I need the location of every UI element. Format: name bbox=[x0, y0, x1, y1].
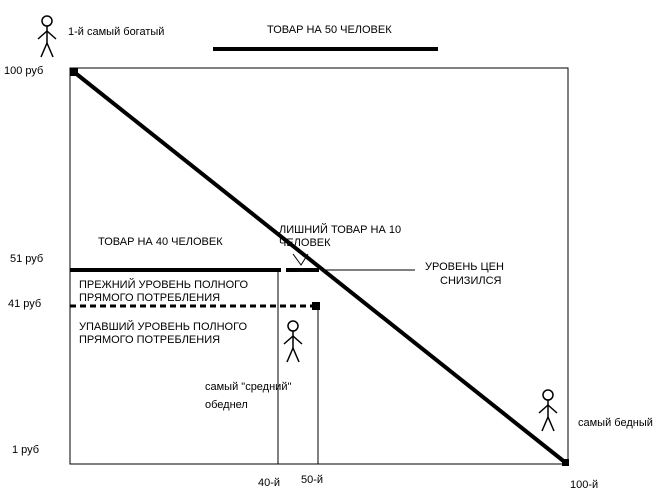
surplus-arrow bbox=[292, 253, 309, 266]
goods-40-label: ТОВАР НА 40 ЧЕЛОВЕК bbox=[98, 236, 223, 248]
goods-50-label: ТОВАР НА 50 ЧЕЛОВЕК bbox=[267, 24, 392, 36]
plot-frame bbox=[69, 67, 569, 465]
stick-figure-icon bbox=[538, 389, 558, 432]
new-level-label-line2: ПРЯМОГО ПОТРЕБЛЕНИЯ bbox=[79, 334, 220, 346]
top-point-marker bbox=[70, 68, 78, 76]
y-label-1: 1 руб bbox=[12, 444, 39, 456]
old-level-label-line1: ПРЕЖНИЙ УРОВЕНЬ ПОЛНОГО bbox=[79, 278, 248, 291]
distribution-line bbox=[72, 70, 568, 465]
old-level-label-line2: ПРЯМОГО ПОТРЕБЛЕНИЯ bbox=[79, 292, 220, 304]
price-drop-label-line1: УРОВЕНЬ ЦЕН bbox=[425, 261, 504, 273]
mid-point-marker bbox=[312, 302, 320, 310]
x-label-50: 50-й bbox=[301, 474, 323, 486]
price-drop-label-line2: СНИЗИЛСЯ bbox=[440, 275, 502, 287]
y-label-41: 41 руб bbox=[8, 298, 41, 310]
y-label-100: 100 руб bbox=[4, 65, 43, 77]
richest-label: 1-й самый богатый bbox=[68, 26, 164, 38]
stick-figure-icon bbox=[283, 320, 303, 363]
surplus-label-line2: ЧЕЛОВЕК bbox=[279, 237, 331, 249]
y-label-51: 51 руб bbox=[10, 253, 43, 265]
x-label-100: 100-й bbox=[570, 479, 598, 491]
bottom-point-marker bbox=[562, 459, 569, 466]
new-level-label-line1: УПАВШИЙ УРОВЕНЬ ПОЛНОГО bbox=[79, 320, 247, 333]
stick-figure-icon bbox=[37, 15, 57, 58]
average-label-line1: самый "средний" bbox=[205, 381, 291, 393]
poorest-label: самый бедный bbox=[578, 417, 653, 429]
average-label-line2: обеднел bbox=[205, 399, 248, 411]
surplus-label-line1: ЛИШНИЙ ТОВАР НА 10 bbox=[279, 223, 401, 236]
x-label-40: 40-й bbox=[258, 477, 280, 489]
